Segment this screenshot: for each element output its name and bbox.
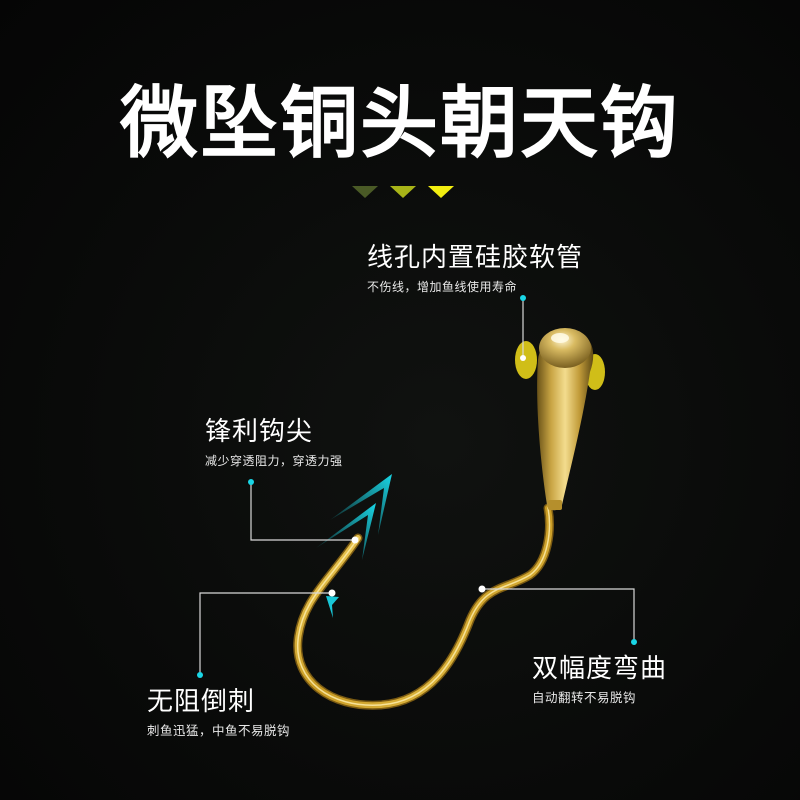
callout-barbless: 无阻倒刺 刺鱼迅猛，中鱼不易脱钩 (147, 686, 290, 740)
callout-subtext: 减少穿透阻力，穿透力强 (205, 454, 343, 468)
callout-silicone-tube: 线孔内置硅胶软管 不伤线，增加鱼线使用寿命 (367, 242, 583, 296)
sharpness-arrow-icon (316, 474, 392, 560)
callout-subtext: 刺鱼迅猛，中鱼不易脱钩 (147, 723, 291, 738)
barb-arrow-icon (326, 596, 339, 618)
chevron-down-icon (352, 186, 378, 198)
connector-sharp-point (248, 479, 359, 544)
copper-weight-head (537, 328, 594, 511)
callout-heading: 无阻倒刺 (147, 687, 256, 717)
hook-wire (293, 503, 554, 710)
connector-silicone-tube (520, 295, 526, 361)
callout-heading: 锋利钩尖 (205, 417, 314, 447)
connector-barbless (197, 589, 336, 678)
silicone-tube-left (515, 341, 537, 379)
callout-heading: 双幅度弯曲 (532, 654, 668, 684)
chevron-down-icon (428, 186, 454, 198)
callout-subtext: 不伤线，增加鱼线使用寿命 (367, 280, 518, 294)
callout-sharp-point: 锋利钩尖 减少穿透阻力，穿透力强 (205, 416, 343, 470)
chevron-down-icon (390, 186, 416, 198)
connector-double-bend (478, 585, 637, 645)
callout-subtext: 自动翻转不易脱钩 (532, 690, 637, 705)
chevron-divider (352, 186, 454, 198)
page-title: 微坠铜头朝天钩 (119, 79, 680, 169)
callout-heading: 线孔内置硅胶软管 (367, 243, 584, 273)
callout-double-bend: 双幅度弯曲 自动翻转不易脱钩 (532, 653, 667, 707)
